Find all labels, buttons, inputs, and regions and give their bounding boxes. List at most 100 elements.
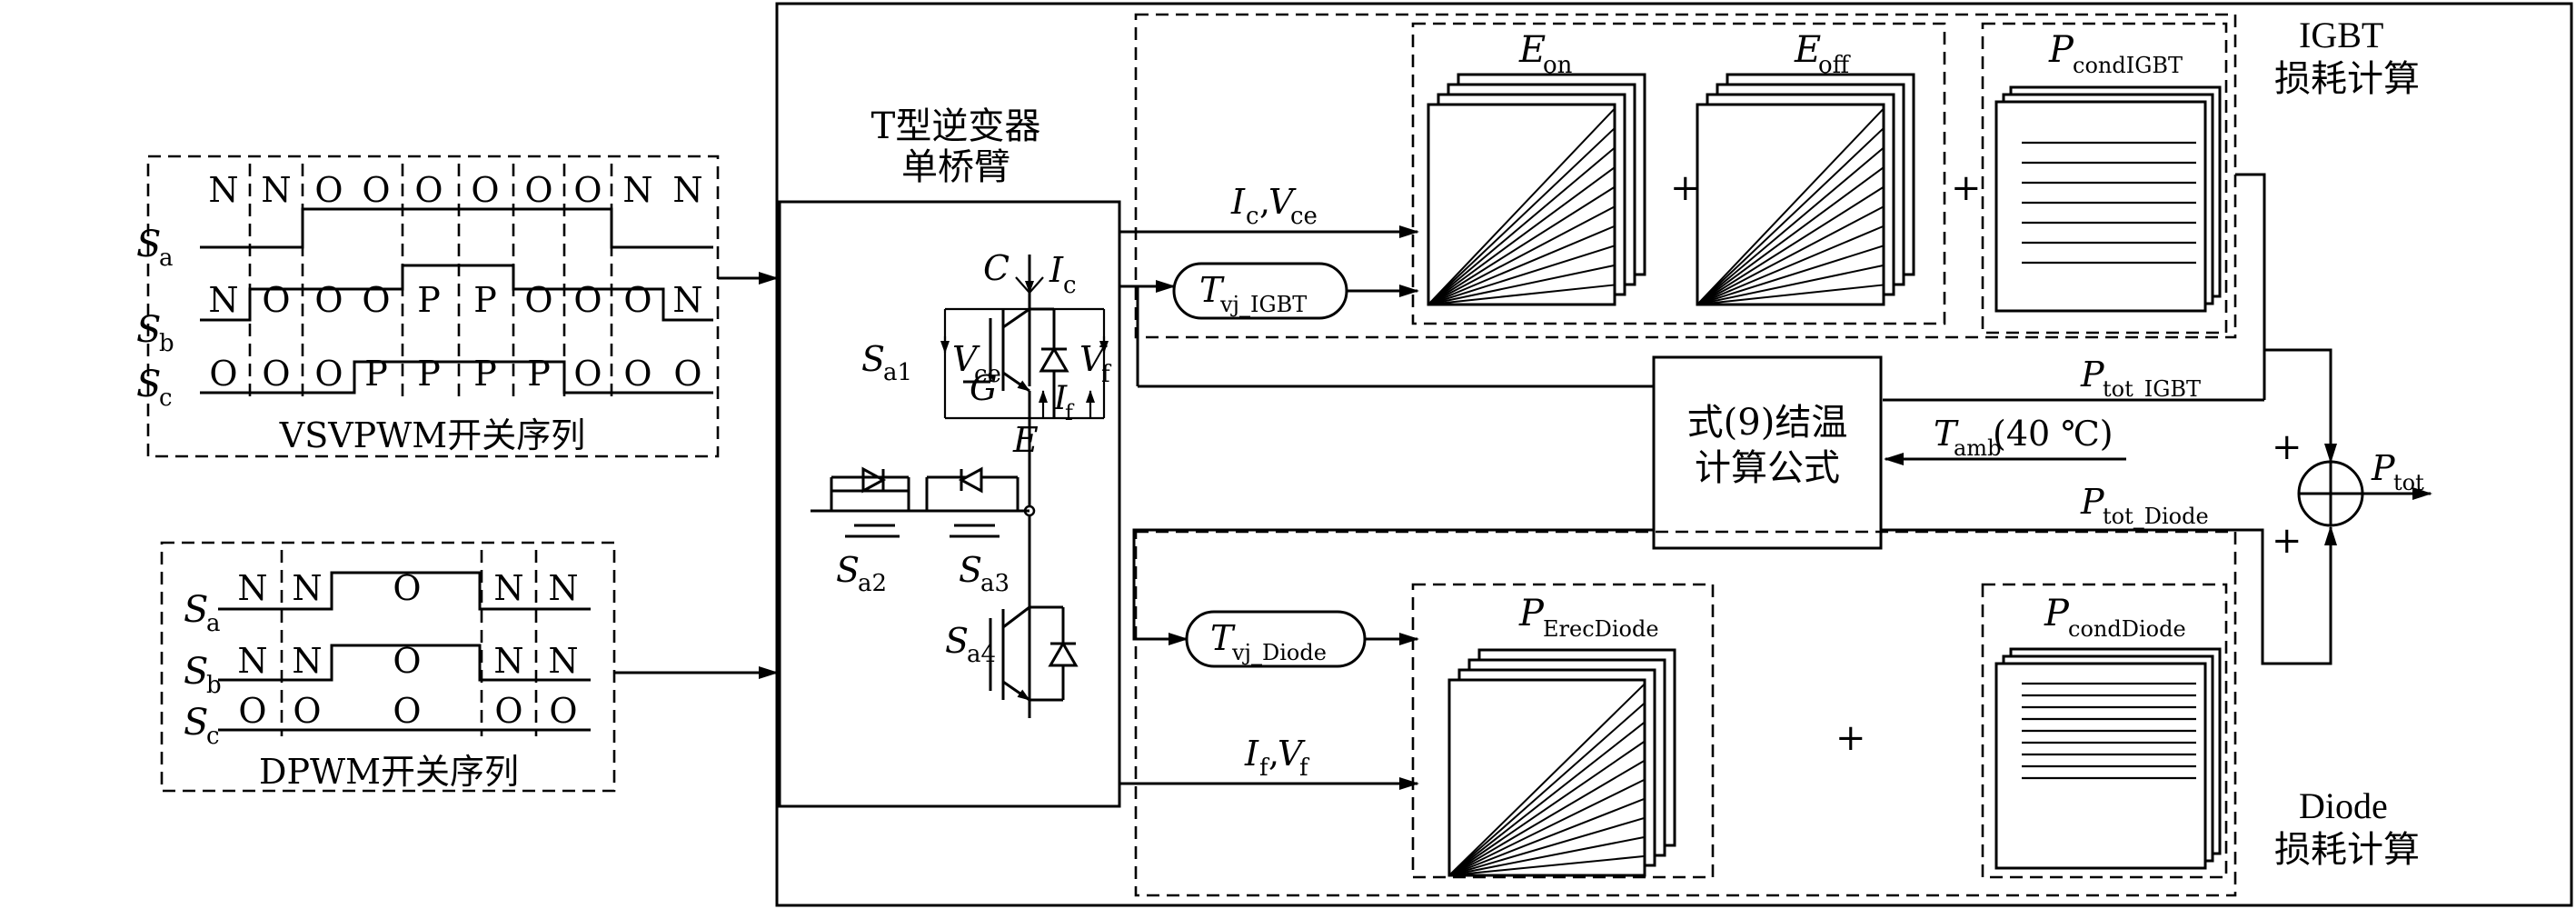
dpwm-b-state-5: N (548, 641, 578, 681)
switch-sa2-sa3 (811, 466, 1029, 538)
eon-curve (1427, 127, 1616, 305)
vsvpwm-b-state-9: O (623, 280, 651, 320)
svg-text:I: I (1053, 380, 1068, 417)
sa4-label: S a4 (945, 621, 996, 668)
vsvpwm-b-state-2: O (262, 280, 290, 320)
vsvpwm-c-state-1: O (209, 354, 237, 394)
perec-curve (1448, 778, 1646, 876)
svg-text:a3: a3 (980, 570, 1010, 597)
vsvpwm-a-state-2: N (261, 170, 291, 210)
svg-text:E: E (1518, 29, 1546, 71)
svg-text:S: S (184, 702, 208, 744)
dpwm-c-state-4: O (494, 691, 522, 731)
svg-text:b: b (159, 330, 174, 357)
eoff-curve (1696, 166, 1885, 305)
svg-text:G: G (970, 368, 997, 408)
vsvpwm-c-state-2: O (262, 354, 290, 394)
dpwm-c-state-1: O (238, 691, 266, 731)
svg-text:condDiode: condDiode (2068, 616, 2186, 642)
eon-curve (1427, 205, 1616, 305)
vf-marker: V f (1054, 307, 1112, 418)
igbt-section-title: IGBT (2299, 15, 2383, 55)
ic-label: I c (1049, 250, 1077, 299)
svg-text:P: P (2080, 482, 2105, 522)
vsvpwm-c-state-9: O (623, 354, 651, 394)
diode-loss-section: Diode 损耗计算 P tot_Diode T vj_Diode I f , … (1119, 482, 2420, 897)
svg-text:f: f (1101, 361, 1112, 388)
pcond-igbt-frame (1981, 22, 2228, 335)
vsvpwm-c-state-5: P (417, 354, 441, 394)
diode-input-label: I f , V f (1244, 734, 1310, 782)
junction-box (1652, 355, 1883, 550)
ic-arrow-head (1015, 276, 1044, 295)
dpwm-row-label-c: S c (184, 702, 220, 750)
svg-text:(40 ℃): (40 ℃) (1993, 414, 2114, 454)
dpwm-wave-b (218, 644, 591, 682)
eoff-curve (1696, 127, 1885, 305)
pcond-diode-lookup-table (1994, 647, 2222, 870)
svg-text:S: S (136, 224, 161, 265)
svg-text:ce: ce (974, 361, 1001, 388)
eon-curve (1427, 185, 1616, 305)
tvj-igbt-label: T vj_IGBT (1199, 270, 1307, 317)
sa3-label: S a3 (959, 550, 1010, 597)
svg-text:S: S (836, 550, 860, 590)
dpwm-dividers (280, 550, 538, 736)
eoff-curve (1696, 185, 1885, 305)
svg-text:c: c (159, 385, 173, 412)
pcond-diode-label: P condDiode (2044, 593, 2186, 642)
eoff-curve (1696, 205, 1885, 305)
vsvpwm-a-state-10: N (672, 170, 702, 210)
perec-curve (1448, 816, 1646, 876)
vsvpwm-wave-a (200, 207, 713, 249)
dpwm-c-state-5: O (549, 691, 577, 731)
vsvpwm-b-state-10: N (672, 280, 702, 320)
dpwm-row-label-b: S b (184, 651, 222, 699)
vsvpwm-c-state-6: P (473, 354, 497, 394)
vsvpwm-row-label-c: S c (136, 364, 173, 412)
inverter-block: T型逆变器 单桥臂 C I c G S a1 (778, 105, 1121, 808)
igbt-section-subtitle: 损耗计算 (2274, 58, 2420, 100)
svg-text:c: c (206, 723, 220, 750)
diode-plus: + (1835, 717, 1866, 759)
vsvpwm-a-state-7: O (524, 170, 552, 210)
vsvpwm-b-state-1: N (208, 280, 238, 320)
pcond-igbt-sheet (1994, 100, 2207, 313)
inverter-title-line1: T型逆变器 (871, 105, 1041, 147)
ptot-diode-wire (1881, 527, 2332, 665)
svg-text:P: P (2371, 448, 2396, 488)
svg-text:S: S (945, 621, 969, 661)
svg-text:tot: tot (2393, 470, 2424, 495)
svg-text:a: a (206, 610, 221, 637)
vsvpwm-row-label-a: S a (136, 224, 174, 272)
svg-text:tot_Diode: tot_Diode (2103, 504, 2209, 529)
vsvpwm-a-state-9: N (622, 170, 652, 210)
vsvpwm-b-state-4: O (362, 280, 390, 320)
perec-curve (1448, 835, 1646, 876)
perec-label: P ErecDiode (1518, 593, 1659, 642)
perec-curve (1448, 797, 1646, 876)
pcond-igbt-lookup-table (1994, 85, 2222, 313)
vsvpwm-a-state-5: O (414, 170, 443, 210)
tvj-diode-label: T vj_Diode (1210, 618, 1327, 665)
vsvpwm-b-state-6: P (473, 280, 497, 320)
if-marker: I f (1039, 380, 1095, 425)
igbt-plus-1: + (1670, 167, 1701, 209)
diode-section-subtitle: 损耗计算 (2274, 829, 2420, 871)
diode-section-title: Diode (2299, 785, 2388, 826)
igbt-loss-section: IGBT 损耗计算 I c , V ce T vj_IGBT E on + (1119, 13, 2420, 464)
eon-curve (1427, 146, 1616, 305)
perec-curve (1448, 740, 1646, 876)
dpwm-b-state-2: N (292, 641, 322, 681)
dpwm-b-state-3: O (393, 641, 421, 681)
eon-curve (1427, 264, 1616, 305)
eoff-curve (1696, 225, 1885, 305)
dpwm-row-label-a: S a (184, 589, 221, 637)
vsvpwm-c-state-10: O (673, 354, 701, 394)
eon-label: E on (1518, 29, 1573, 79)
summing-junction: + + P tot (2272, 426, 2432, 562)
svg-text:I: I (1230, 182, 1246, 222)
